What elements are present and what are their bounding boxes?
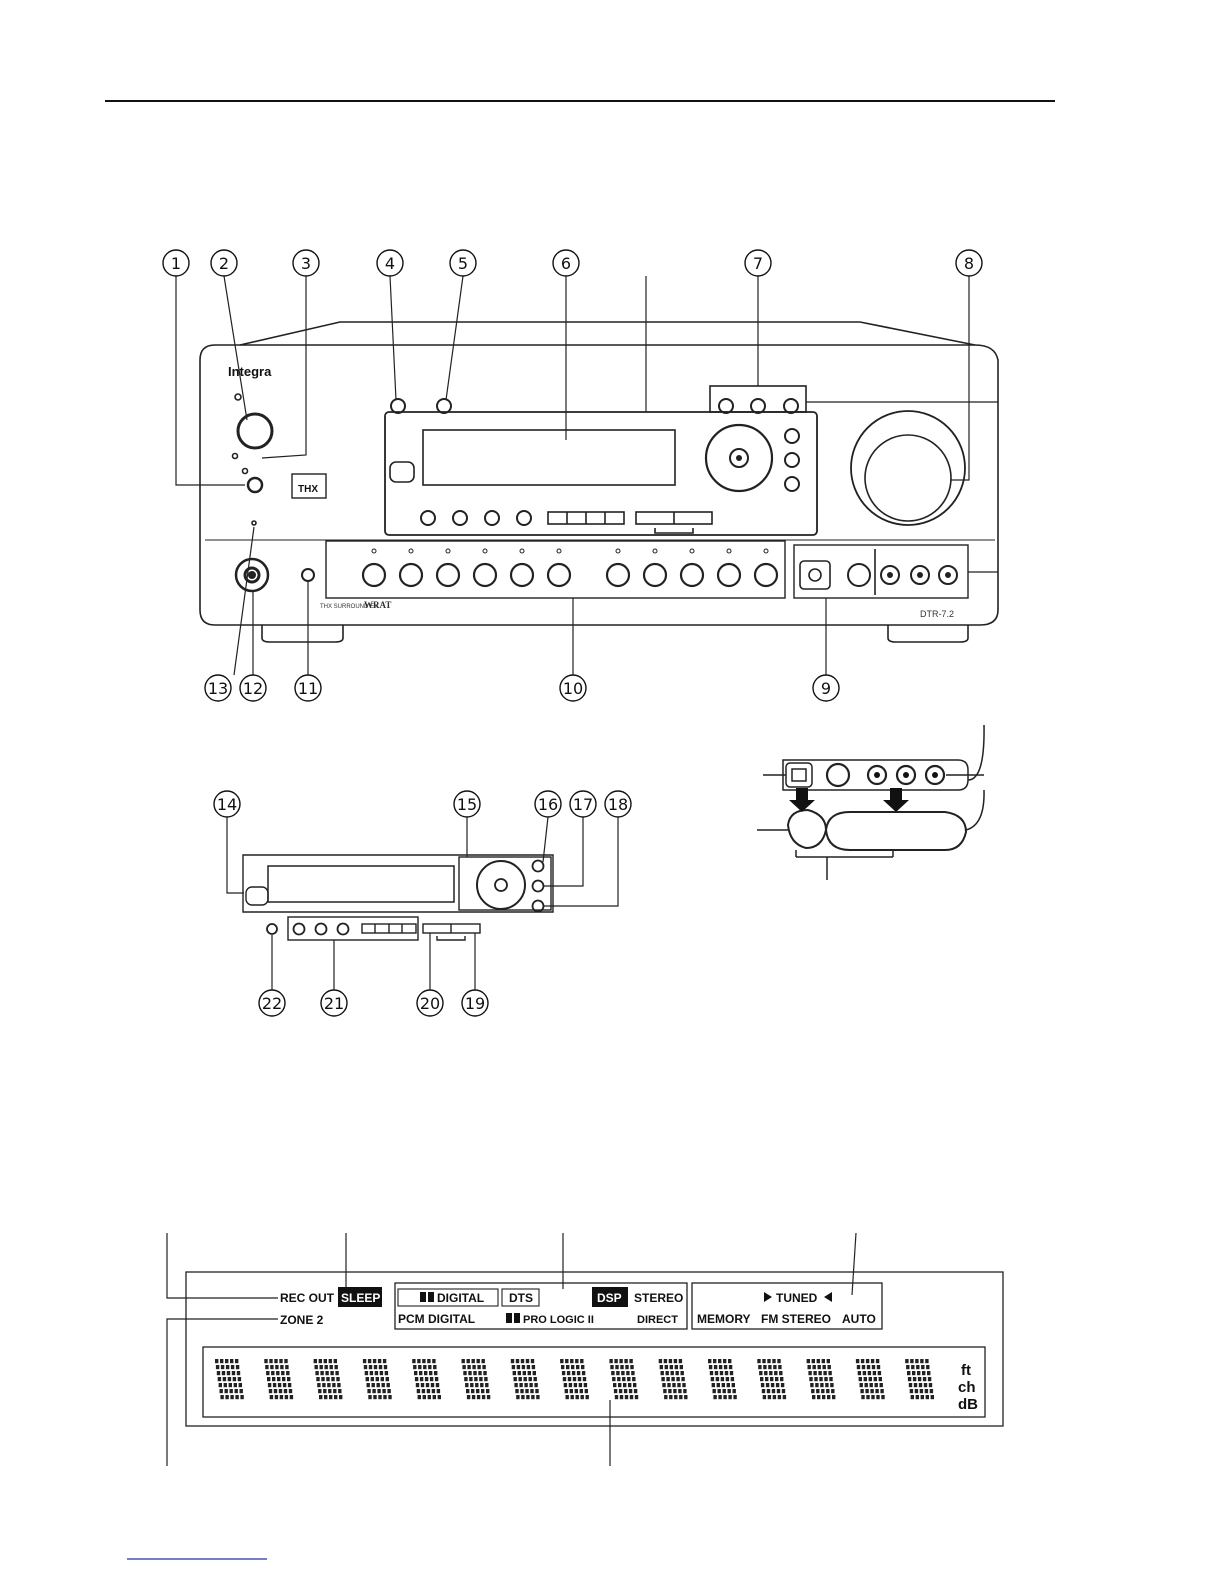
selector-led-10 [727, 549, 731, 553]
callout-number-12: 12 [243, 679, 263, 698]
display-detail-leaders [227, 817, 618, 990]
callout-number-7: 7 [753, 254, 763, 273]
callout-number-4: 4 [385, 254, 395, 273]
selector-led-9 [690, 549, 694, 553]
callout-number-15: 15 [457, 795, 477, 814]
front-panel-dark-details [248, 455, 951, 579]
tuned-left-arrow-icon [824, 1292, 832, 1302]
wrat-logo: WRAT [364, 600, 391, 610]
dts-indicator: DTS [509, 1291, 533, 1305]
selector-button-2 [400, 564, 422, 586]
fl-dot-matrix [215, 1359, 934, 1399]
matrix-cell-2 [264, 1359, 293, 1399]
selector-led-7 [616, 549, 620, 553]
selector-button-3 [437, 564, 459, 586]
unit-ch: ch [958, 1379, 976, 1396]
callout-number-20: 20 [420, 994, 440, 1013]
selector-led-6 [557, 549, 561, 553]
callout-number-8: 8 [964, 254, 974, 273]
model-label: DTR-7.2 [920, 609, 954, 619]
matrix-cell-12 [757, 1359, 786, 1399]
tuned-right-arrow-icon [764, 1292, 772, 1302]
selector-button-9 [681, 564, 703, 586]
matrix-cell-10 [659, 1359, 688, 1399]
callout-number-19: 19 [465, 994, 485, 1013]
callout-number-14: 14 [217, 795, 237, 814]
selector-led-4 [483, 549, 487, 553]
callout-number-17: 17 [573, 795, 593, 814]
unit-db: dB [958, 1396, 978, 1413]
zone2-indicator: ZONE 2 [280, 1313, 324, 1327]
selector-led-1 [372, 549, 376, 553]
brand-logo: Integra [228, 364, 272, 379]
thx-badge: THX [298, 484, 318, 495]
callout-number-18: 18 [608, 795, 628, 814]
fl-display-leaders [167, 1233, 856, 1466]
selector-button-10 [718, 564, 740, 586]
matrix-cell-5 [412, 1359, 441, 1399]
callout-number-5: 5 [458, 254, 468, 273]
fm-stereo-indicator: FM STEREO [761, 1312, 831, 1326]
tuned-indicator: TUNED [776, 1291, 818, 1305]
rec-out-indicator: REC OUT [280, 1291, 335, 1305]
selector-button-6 [548, 564, 570, 586]
selector-button-8 [644, 564, 666, 586]
matrix-cell-15 [905, 1359, 934, 1399]
matrix-cell-4 [363, 1359, 392, 1399]
selector-button-1 [363, 564, 385, 586]
callout-number-21: 21 [324, 994, 344, 1013]
callout-number-1: 1 [171, 254, 181, 273]
dsp-indicator: DSP [597, 1291, 622, 1305]
selector-button-4 [474, 564, 496, 586]
unit-ft: ft [961, 1362, 971, 1379]
matrix-cell-11 [708, 1359, 737, 1399]
sleep-indicator: SLEEP [341, 1291, 380, 1305]
matrix-cell-3 [314, 1359, 343, 1399]
selector-led-3 [446, 549, 450, 553]
matrix-cell-9 [609, 1359, 638, 1399]
front-panel-illustration [200, 322, 998, 642]
memory-indicator: MEMORY [697, 1312, 751, 1326]
display-detail-illustration [243, 855, 553, 940]
matrix-cell-13 [807, 1359, 836, 1399]
selector-button-7 [607, 564, 629, 586]
pcm-digital-indicator: PCM DIGITAL [398, 1312, 475, 1326]
callout-number-2: 2 [219, 254, 229, 273]
callout-number-10: 10 [563, 679, 583, 698]
direct-indicator: DIRECT [637, 1314, 678, 1326]
matrix-cell-8 [560, 1359, 589, 1399]
matrix-cell-1 [215, 1359, 244, 1399]
selector-led-2 [409, 549, 413, 553]
auto-indicator: AUTO [842, 1312, 876, 1326]
selector-button-11 [755, 564, 777, 586]
stereo-indicator: STEREO [634, 1291, 683, 1305]
dolby-digital-indicator: DIGITAL [437, 1291, 484, 1305]
callout-number-11: 11 [298, 679, 318, 698]
selector-led-11 [764, 549, 768, 553]
callout-number-6: 6 [561, 254, 571, 273]
callout-number-22: 22 [262, 994, 282, 1013]
callout-number-9: 9 [821, 679, 831, 698]
selector-led-8 [653, 549, 657, 553]
matrix-cell-14 [856, 1359, 885, 1399]
selector-led-5 [520, 549, 524, 553]
av-jack-detail [757, 725, 984, 880]
callout-number-13: 13 [208, 679, 228, 698]
fl-indicators: REC OUT SLEEP ZONE 2 DIGITAL DTS DSP STE… [280, 1291, 978, 1413]
input-selector-buttons [363, 549, 777, 586]
selector-button-5 [511, 564, 533, 586]
matrix-cell-6 [462, 1359, 491, 1399]
callout-number-16: 16 [538, 795, 558, 814]
callout-number-3: 3 [301, 254, 311, 273]
matrix-cell-7 [511, 1359, 540, 1399]
front-panel-leaders [176, 276, 998, 675]
pro-logic-indicator: PRO LOGIC II [523, 1314, 594, 1326]
